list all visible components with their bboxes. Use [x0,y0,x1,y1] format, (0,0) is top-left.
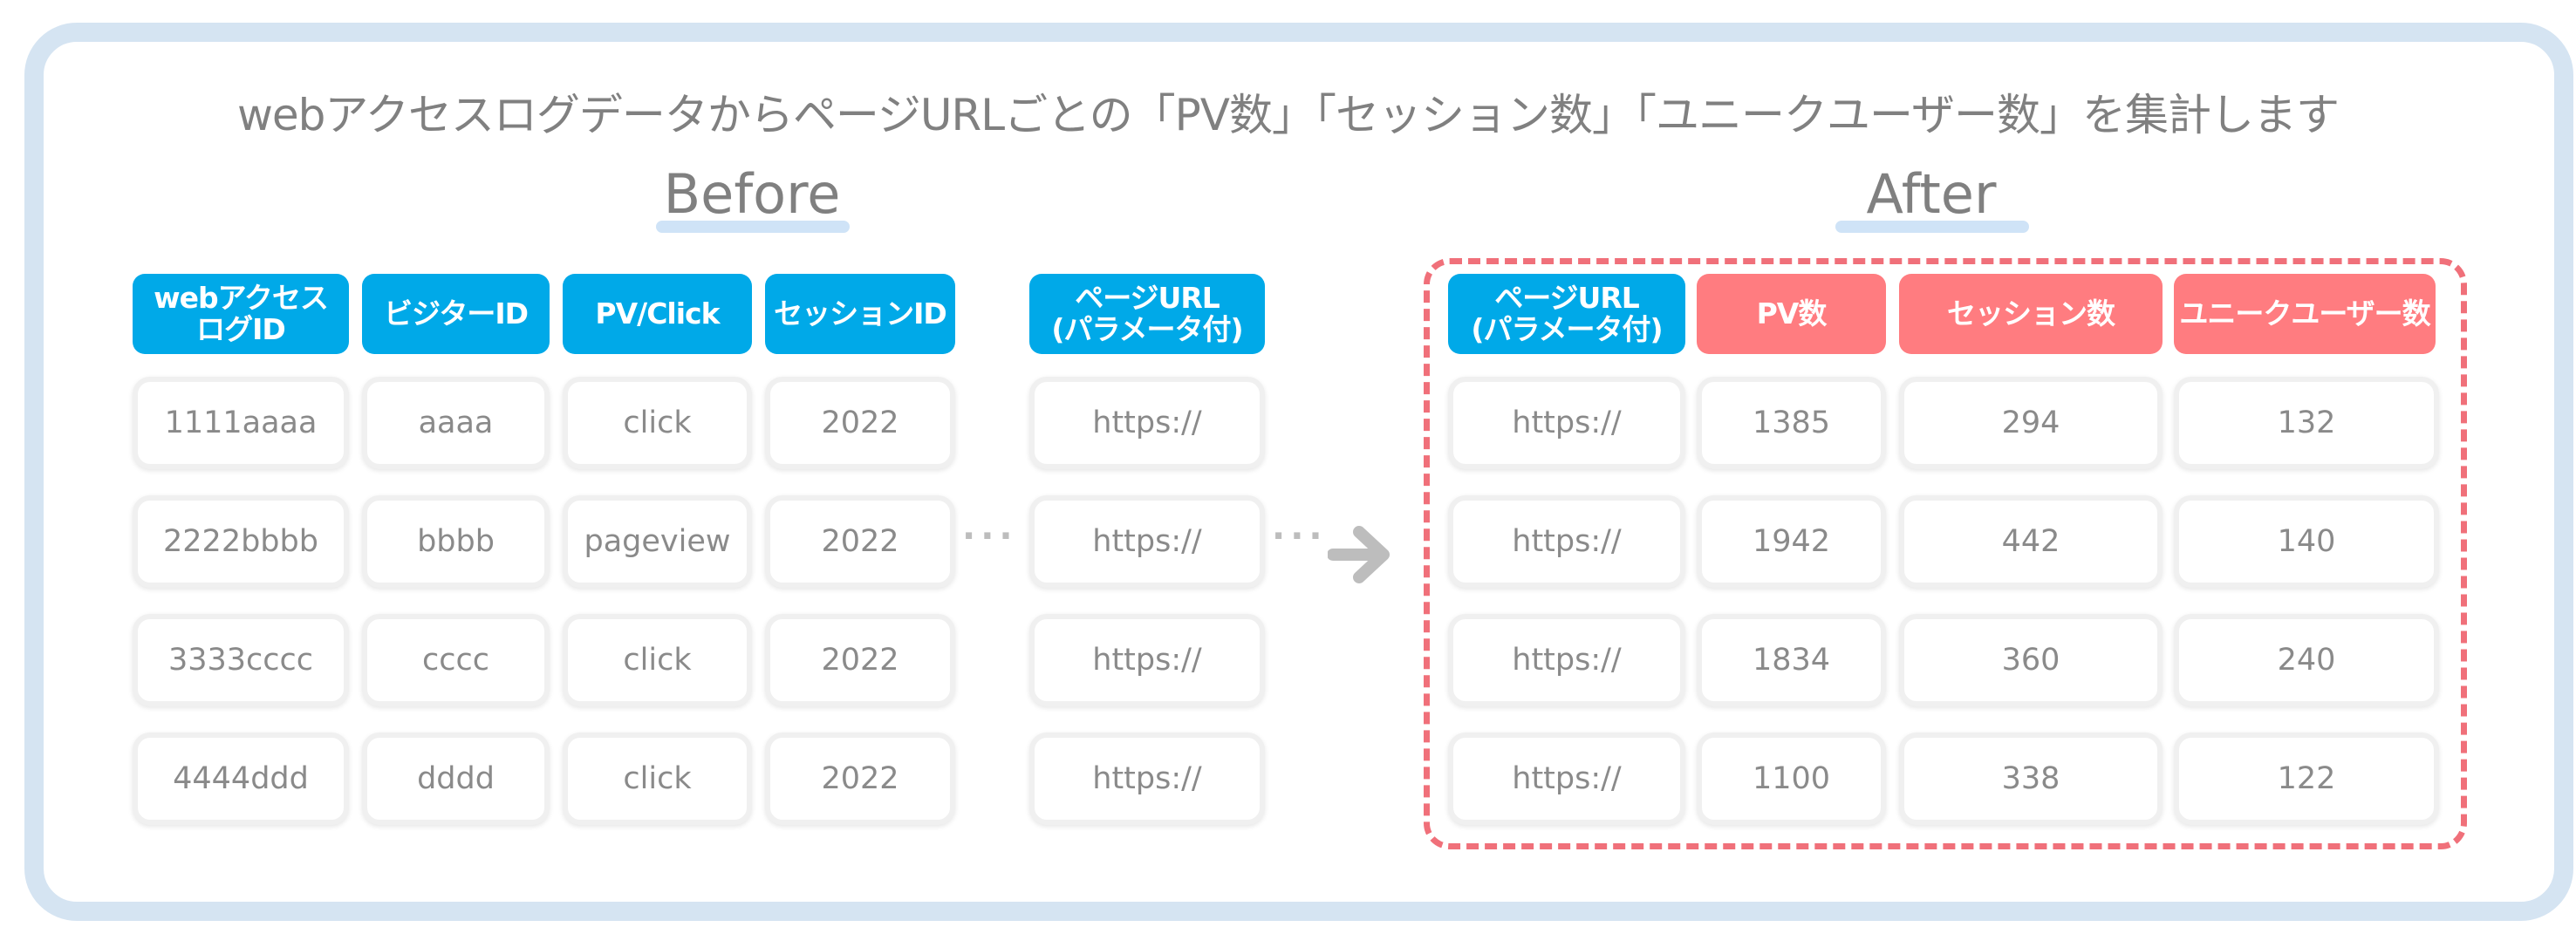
table-cell: https:// [1448,495,1685,588]
table-cell: click [563,733,752,825]
after-header-unique-users: ユニークユーザー数 [2174,274,2436,354]
table-cell: 2022 [765,495,955,588]
table-cell: 294 [1899,377,2163,469]
after-highlight-box [1424,258,2467,849]
table-cell: 2022 [765,614,955,706]
table-cell: click [563,614,752,706]
right-arrow-icon [1328,526,1390,583]
before-header-session-id: セッションID [765,274,955,354]
table-cell: 442 [1899,495,2163,588]
table-cell: 240 [2174,614,2439,706]
table-cell: https:// [1448,377,1685,469]
table-cell: 1942 [1697,495,1886,588]
table-cell: 122 [2174,733,2439,825]
table-cell: https:// [1029,495,1265,588]
table-cell: 1834 [1697,614,1886,706]
table-cell: 2222bbbb [133,495,349,588]
table-cell: 1100 [1697,733,1886,825]
after-header-session-count: セッション数 [1899,274,2163,354]
table-cell: bbbb [362,495,550,588]
table-cell: click [563,377,752,469]
before-underline [656,221,850,233]
ellipsis-before-arrow: ··· [1272,516,1328,556]
table-cell: aaaa [362,377,550,469]
before-label: Before [663,162,841,226]
table-cell: https:// [1029,733,1265,825]
table-cell: 2022 [765,733,955,825]
table-cell: dddd [362,733,550,825]
table-cell: https:// [1448,733,1685,825]
table-cell: 338 [1899,733,2163,825]
table-cell: https:// [1448,614,1685,706]
table-cell: 1385 [1697,377,1886,469]
before-header-pv-click: PV/Click [563,274,752,354]
after-label: After [1866,162,1997,226]
before-header-log-id: webアクセス ログID [133,274,349,354]
table-cell: cccc [362,614,550,706]
table-cell: 2022 [765,377,955,469]
table-cell: 4444ddd [133,733,349,825]
after-header-pv-count: PV数 [1697,274,1886,354]
table-cell: 3333cccc [133,614,349,706]
table-cell: 1111aaaa [133,377,349,469]
page-title: webアクセスログデータからページURLごとの「PV数」「セッション数」「ユニー… [237,90,2340,140]
table-cell: 132 [2174,377,2439,469]
table-cell: pageview [563,495,752,588]
before-header-page-url: ページURL (パラメータ付) [1029,274,1265,354]
ellipsis-before-url: ··· [962,516,1018,556]
table-cell: https:// [1029,377,1265,469]
table-cell: 140 [2174,495,2439,588]
after-header-page-url: ページURL (パラメータ付) [1448,274,1685,354]
after-underline [1835,221,2029,233]
table-cell: 360 [1899,614,2163,706]
before-header-visitor-id: ビジターID [362,274,550,354]
table-cell: https:// [1029,614,1265,706]
